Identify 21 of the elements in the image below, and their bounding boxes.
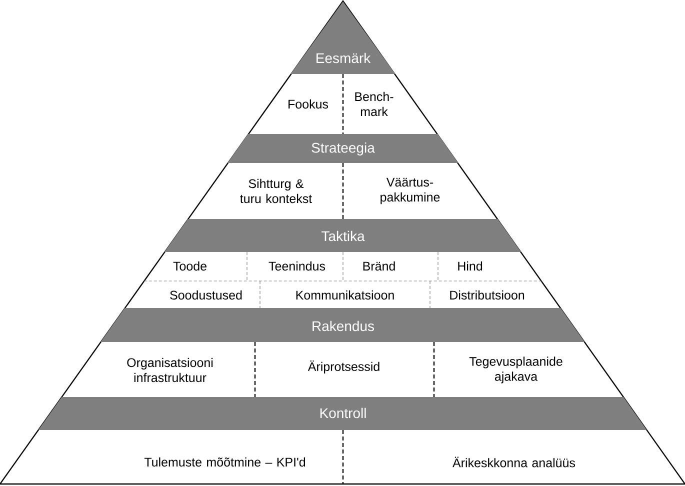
level-band: Eesmärk — [290, 2, 396, 74]
cell-text: Distributsioon — [450, 290, 524, 300]
cell-text: Hind — [458, 261, 482, 271]
level-band: Taktika — [164, 219, 522, 252]
cell-text: Toode — [173, 261, 206, 271]
cell-text: Organisatsiooni infrastruktuur — [127, 358, 213, 382]
cell-text: Tegevusplaanide ajakava — [469, 356, 562, 384]
cell-text: Tulemuste mõõtmine – KPI'd — [144, 457, 306, 467]
cell-text: Ärikeskkonna analüüs — [452, 456, 576, 468]
cell-text: Bench-mark — [355, 92, 394, 116]
level-band: Kontroll — [38, 397, 647, 430]
cell-text: Väärtus-pakkumine — [380, 178, 440, 204]
level-band: Strateegia — [228, 134, 458, 163]
cell-text: Äriprotsessid — [308, 360, 380, 374]
cell-text: Sihtturg & turu kontekst — [240, 178, 312, 204]
cell-text: Kommunikatsioon — [296, 290, 394, 300]
level-band: Rakendus — [100, 308, 585, 342]
cell-text: Teenindus — [268, 261, 326, 271]
cell-text: Soodustused — [170, 290, 242, 300]
cell-text: Bränd — [363, 261, 395, 271]
cell-text: Fookus — [288, 99, 328, 109]
